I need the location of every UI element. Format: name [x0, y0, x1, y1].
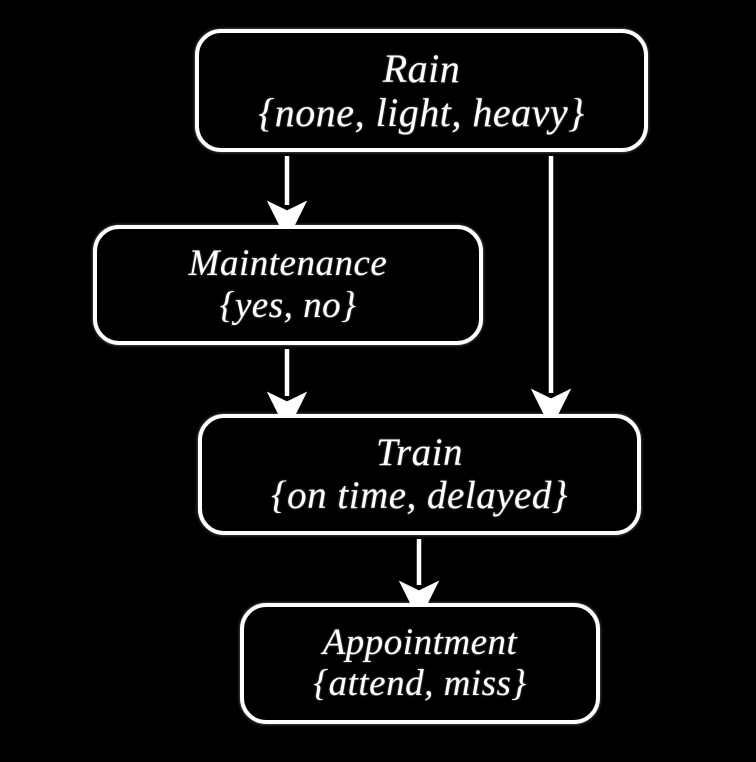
node-maintenance[interactable]: Maintenance {yes, no} — [93, 225, 483, 345]
node-train-label: Train — [375, 430, 464, 474]
node-appointment-states: {attend, miss} — [313, 663, 527, 704]
node-rain-states: {none, light, heavy} — [258, 89, 585, 135]
node-appointment-label: Appointment — [322, 621, 518, 663]
node-appointment[interactable]: Appointment {attend, miss} — [240, 603, 600, 724]
node-rain-label: Rain — [382, 45, 461, 91]
node-maintenance-states: {yes, no} — [219, 284, 357, 326]
node-train-states: {on time, delayed} — [271, 473, 568, 517]
node-maintenance-label: Maintenance — [188, 243, 388, 285]
node-train[interactable]: Train {on time, delayed} — [198, 414, 641, 535]
node-rain[interactable]: Rain {none, light, heavy} — [195, 29, 648, 152]
